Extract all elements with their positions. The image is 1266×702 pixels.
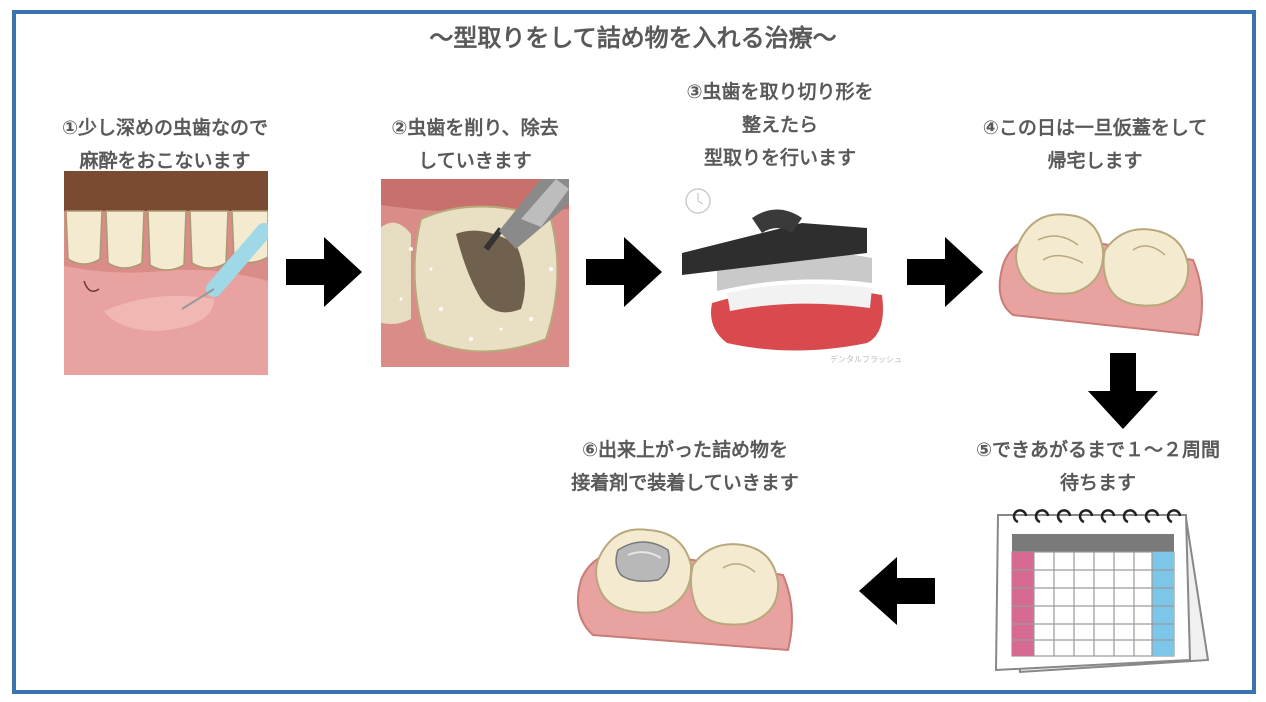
arrow-right-icon [584, 237, 664, 311]
step-1-label: ①少し深めの虫歯なので 麻酔をおこないます [20, 112, 310, 178]
step-4-line2: 帰宅します [1047, 150, 1143, 172]
step-3-line2: 整えたら [741, 114, 818, 136]
step-5-label: ⑤できあがるまで１〜２周間 待ちます [950, 434, 1246, 500]
step-4-line1: ④この日は一旦仮蓋をして [982, 117, 1208, 139]
anesthesia-illustration [64, 171, 268, 375]
step-5-line1: ⑤できあがるまで１〜２周間 [975, 439, 1221, 461]
step-2-line1: ②虫歯を削り、除去 [391, 117, 559, 139]
impression-tray-illustration [682, 183, 907, 366]
step-6-label: ⑥出来上がった詰め物を 接着剤で装着していきます [535, 434, 835, 500]
step-2-line2: していきます [418, 150, 532, 172]
step-3-line1: ③虫歯を取り切り形を [686, 81, 874, 103]
step-2-label: ②虫歯を削り、除去 していきます [330, 112, 620, 178]
arrow-right-icon [284, 237, 364, 311]
image-credit: デンタルフラッシュ [830, 355, 902, 364]
arrow-right-icon [905, 237, 985, 311]
step-4-label: ④この日は一旦仮蓋をして 帰宅します [945, 112, 1245, 178]
step-3-line3: 型取りを行います [703, 147, 856, 169]
temporary-cap-illustration [993, 205, 1211, 345]
step-6-line2: 接着剤で装着していきます [571, 472, 799, 494]
final-inlay-illustration [573, 520, 803, 660]
step-6-line1: ⑥出来上がった詰め物を [581, 439, 789, 461]
step-1-line2: 麻酔をおこないます [79, 150, 251, 172]
step-5-line2: 待ちます [1059, 472, 1136, 494]
diagram-title: 〜型取りをして詰め物を入れる治療〜 [429, 24, 837, 52]
step-3-label: ③虫歯を取り切り形を 整えたら 型取りを行います [635, 76, 925, 175]
calendar-illustration [990, 500, 1220, 680]
step-1-line1: ①少し深めの虫歯なので [61, 117, 269, 139]
arrow-down-icon [1088, 353, 1158, 435]
arrow-left-icon [857, 557, 937, 629]
drilling-illustration [381, 179, 569, 367]
